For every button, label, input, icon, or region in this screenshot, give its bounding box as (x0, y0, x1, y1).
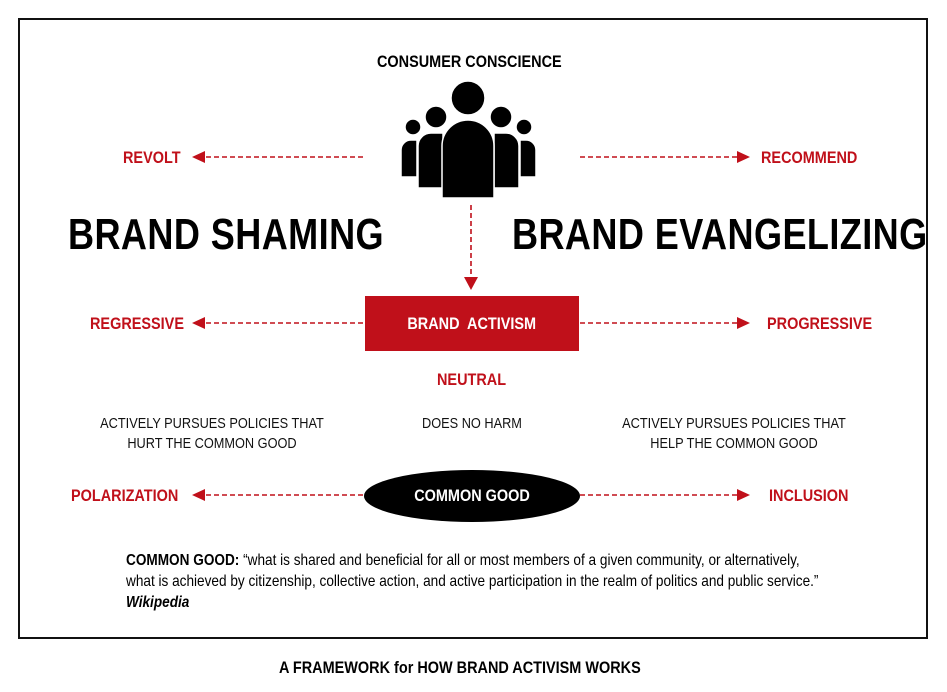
desc-center: DOES NO HARM (422, 415, 522, 432)
header-title: CONSUMER CONSCIENCE (377, 52, 562, 71)
label-recommend: RECOMMEND (761, 148, 858, 167)
label-regressive: REGRESSIVE (90, 314, 184, 333)
common-good-ellipse: COMMON GOOD (364, 470, 580, 522)
title-brand-evangelizing: BRAND EVANGELIZING (512, 210, 928, 259)
title-brand-shaming: BRAND SHAMING (68, 210, 385, 259)
label-progressive: PROGRESSIVE (767, 314, 873, 333)
caption: A FRAMEWORK for HOW BRAND ACTIVISM WORKS (279, 658, 641, 677)
quote-source: Wikipedia (126, 594, 190, 611)
desc-left: ACTIVELY PURSUES POLICIES THAT HURT THE C… (85, 414, 340, 454)
brand-activism-box: BRAND ACTIVISM (365, 296, 579, 351)
label-polarization: POLARIZATION (71, 486, 179, 505)
frame (18, 18, 928, 639)
common-good-label: COMMON GOOD (414, 486, 530, 505)
brand-activism-label: BRAND ACTIVISM (407, 313, 537, 333)
label-inclusion: INCLUSION (769, 486, 849, 505)
desc-left-line: HURT THE COMMON GOOD (127, 435, 297, 452)
definition-quote: COMMON GOOD: “what is shared and benefic… (126, 550, 823, 613)
quote-text: “what is shared and beneficial for all o… (126, 552, 819, 590)
label-neutral: NEUTRAL (437, 370, 507, 389)
label-revolt: REVOLT (123, 148, 181, 167)
desc-right-line: HELP THE COMMON GOOD (650, 435, 818, 452)
desc-right: ACTIVELY PURSUES POLICIES THAT HELP THE C… (607, 414, 862, 454)
desc-right-line: ACTIVELY PURSUES POLICIES THAT (622, 415, 846, 432)
desc-left-line: ACTIVELY PURSUES POLICIES THAT (100, 415, 324, 432)
quote-label: COMMON GOOD: (126, 552, 240, 569)
group-of-people-icon (400, 80, 537, 199)
